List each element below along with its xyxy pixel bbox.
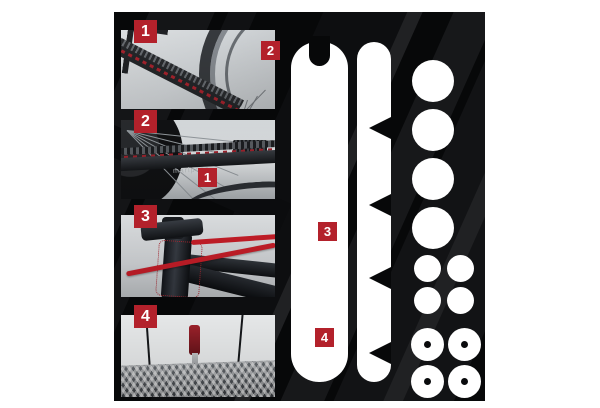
protector-angular-cutout bbox=[369, 194, 391, 216]
photo-badge-2: 2 bbox=[134, 110, 157, 133]
protector-notch-cutout bbox=[309, 36, 330, 66]
round-patch-small[interactable] bbox=[414, 255, 441, 282]
film-badge-2: 2 bbox=[261, 41, 280, 60]
film-badge-3: 3 bbox=[318, 222, 337, 241]
spoke-nipple-washer[interactable] bbox=[411, 328, 444, 361]
protector-angular-cutout bbox=[369, 342, 391, 364]
wheel-rim bbox=[199, 30, 275, 109]
photo-badge-3: 3 bbox=[134, 205, 157, 228]
round-patch-small[interactable] bbox=[447, 287, 474, 314]
round-patch-large[interactable] bbox=[412, 60, 454, 102]
round-patch-small[interactable] bbox=[447, 255, 474, 282]
spoke-nipple-washer[interactable] bbox=[448, 365, 481, 398]
film-badge-4: 4 bbox=[315, 328, 334, 347]
product-panel: mariposa bbox=[114, 12, 485, 401]
spoke-nipple-washer[interactable] bbox=[448, 328, 481, 361]
photo-badge-4: 4 bbox=[134, 305, 157, 328]
valve-cap bbox=[189, 325, 200, 355]
protector-angular-cutout bbox=[369, 267, 391, 289]
film-badge-1: 1 bbox=[198, 168, 217, 187]
round-patch-small[interactable] bbox=[414, 287, 441, 314]
round-patch-large[interactable] bbox=[412, 207, 454, 249]
protector-angular-cutout bbox=[369, 117, 391, 139]
round-patch-large[interactable] bbox=[412, 158, 454, 200]
spoke-nipple-washer[interactable] bbox=[411, 365, 444, 398]
carbon-rim bbox=[121, 359, 275, 397]
round-patch-large[interactable] bbox=[412, 109, 454, 151]
photo-badge-1: 1 bbox=[134, 20, 157, 43]
wheel-inner-rim bbox=[225, 30, 275, 109]
